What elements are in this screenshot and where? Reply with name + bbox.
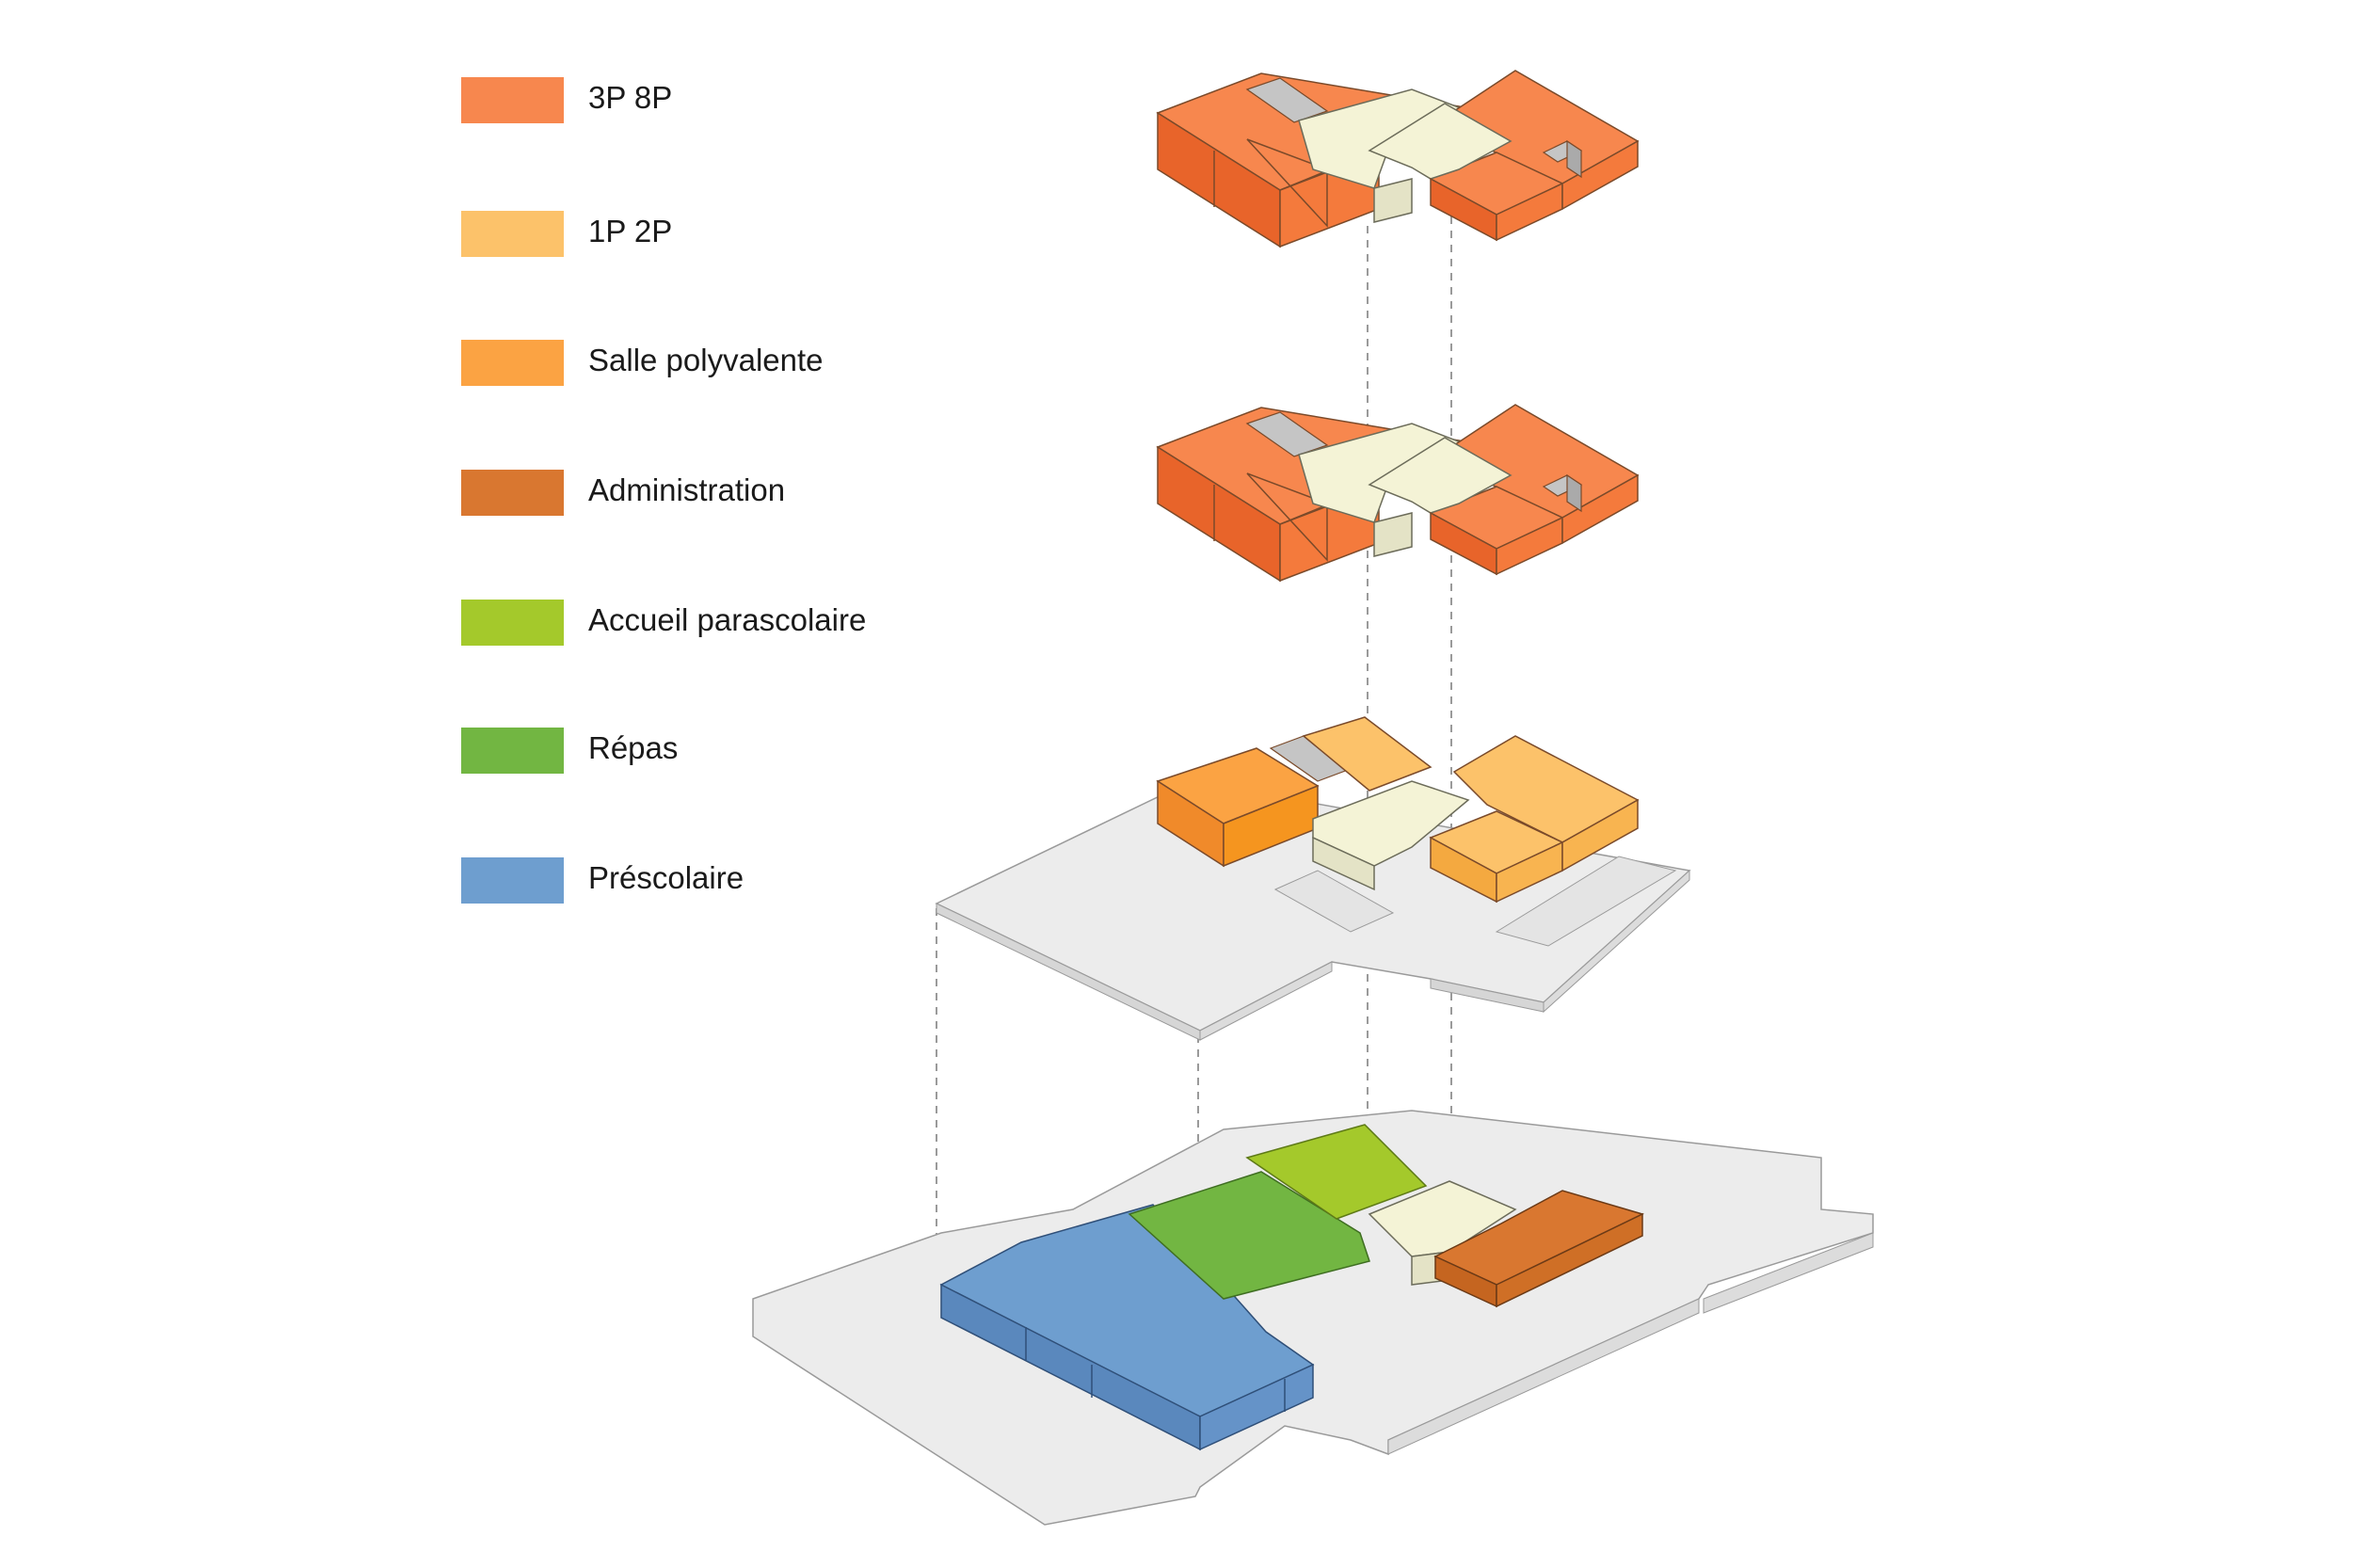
legend-swatch: [461, 211, 564, 257]
floor-level-1: [752, 1110, 1874, 1526]
legend-label: 1P 2P: [588, 214, 673, 248]
legend-swatch: [461, 77, 564, 123]
floor-level-3: [1157, 404, 1639, 582]
legend-label: Accueil parascolaire: [588, 602, 867, 637]
legend-label: 3P 8P: [588, 80, 673, 115]
floor-level-4: [1157, 70, 1639, 248]
legend-label: Administration: [588, 472, 786, 507]
legend-label: Préscolaire: [588, 860, 744, 895]
legend-label: Salle polyvalente: [588, 343, 824, 377]
legend-swatch: [461, 600, 564, 646]
legend-swatch: [461, 857, 564, 904]
legend-swatch: [461, 340, 564, 386]
legend: 3P 8P 1P 2P Salle polyvalente Administra…: [0, 0, 1035, 941]
legend-swatch: [461, 728, 564, 774]
floor-level-2: [935, 716, 1691, 1041]
legend-swatch: [461, 470, 564, 516]
legend-label: Répas: [588, 730, 679, 765]
